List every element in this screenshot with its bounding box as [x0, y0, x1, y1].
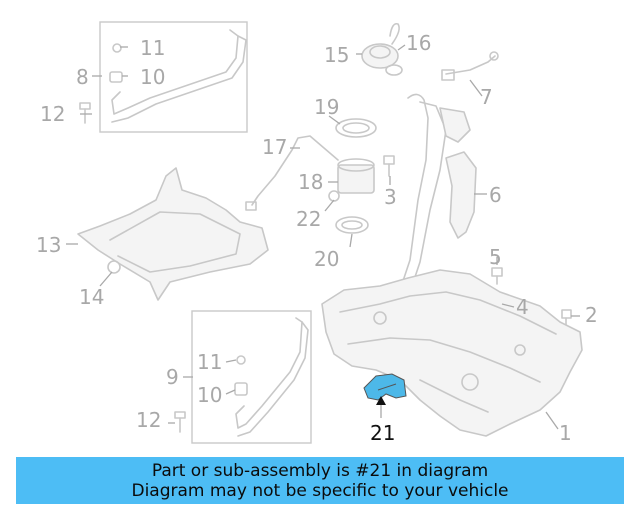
fuel-tank-1 — [321, 269, 583, 437]
callout-1: 1 — [559, 421, 572, 445]
callout-22: 22 — [296, 207, 321, 231]
bolt-3 — [383, 155, 395, 177]
callout-4: 4 — [516, 295, 529, 319]
fuel-tank-strap-lower — [234, 317, 309, 437]
callout-17: 17 — [262, 135, 287, 159]
callout-18: 18 — [298, 170, 323, 194]
strap-kit-frame-upper — [99, 21, 248, 133]
skid-plate-13 — [77, 167, 269, 301]
strap-kit-frame-lower — [191, 310, 312, 444]
callout-12-upper: 12 — [40, 102, 65, 126]
callout-15: 15 — [324, 43, 349, 67]
callout-20: 20 — [314, 247, 339, 271]
callout-5: 5 — [489, 245, 502, 269]
fuel-pump-module — [328, 118, 377, 234]
callout-12-lower: 12 — [136, 408, 161, 432]
callout-13: 13 — [36, 233, 61, 257]
callout-16: 16 — [406, 31, 431, 55]
banner-line-2: Diagram may not be specific to your vehi… — [131, 480, 509, 501]
heat-shield-6 — [445, 151, 477, 239]
leader-lines — [66, 44, 580, 430]
callout-11-lower: 11 — [197, 350, 222, 374]
fuel-tank-strap-upper — [109, 29, 247, 123]
callout-10-upper: 10 — [140, 65, 165, 89]
callout-2: 2 — [585, 303, 598, 327]
callout-6: 6 — [489, 183, 502, 207]
bolt-12-lower — [174, 411, 186, 433]
callout-3: 3 — [384, 185, 397, 209]
callout-19: 19 — [314, 95, 339, 119]
vent-hose-17 — [245, 135, 339, 211]
callout-8: 8 — [76, 65, 89, 89]
bracket-21-highlighted — [363, 373, 407, 401]
callout-7: 7 — [480, 85, 493, 109]
filler-neck — [399, 93, 471, 293]
callout-10-lower: 10 — [197, 383, 222, 407]
callout-14: 14 — [79, 285, 104, 309]
banner-line-1: Part or sub-assembly is #21 in diagram — [151, 460, 489, 481]
fuel-filler-cap — [361, 22, 403, 76]
info-banner: Part or sub-assembly is #21 in diagram D… — [16, 457, 624, 504]
callout-21-highlighted: 21 — [370, 421, 395, 445]
callout-9: 9 — [166, 365, 179, 389]
callout-11-upper: 11 — [140, 36, 165, 60]
sensor-7 — [441, 51, 499, 81]
bolt-12-upper — [79, 102, 91, 124]
